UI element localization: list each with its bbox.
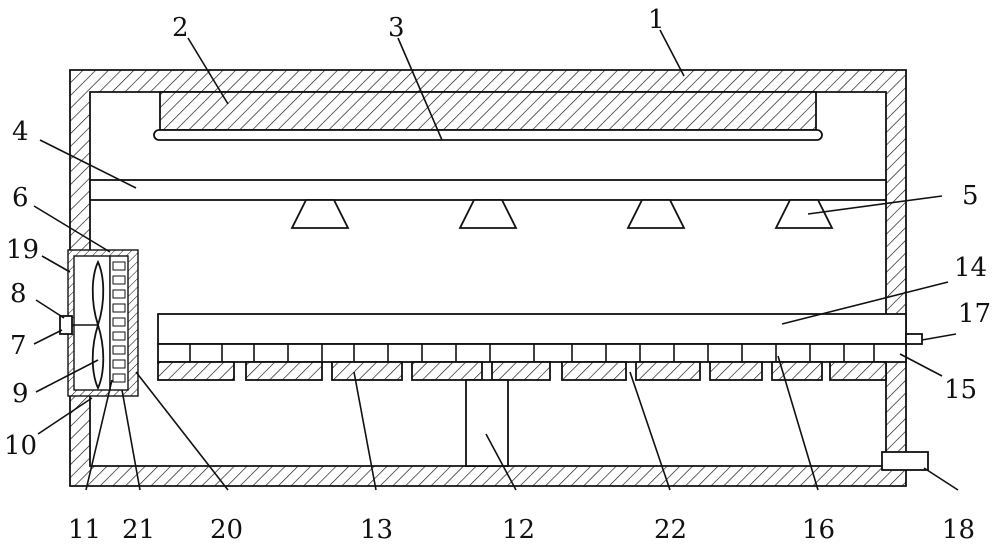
label-21: 21	[122, 515, 155, 545]
tray-outlet	[905, 333, 923, 345]
label-13: 13	[360, 515, 393, 545]
label-1: 1	[648, 5, 665, 35]
label-2: 2	[172, 13, 189, 43]
label-9: 9	[12, 379, 29, 409]
spray-pipe	[89, 179, 887, 201]
label-14: 14	[954, 253, 987, 283]
label-16: 16	[802, 515, 835, 545]
label-19: 19	[6, 235, 39, 265]
label-20: 20	[210, 515, 243, 545]
drain-outlet	[881, 451, 929, 471]
label-4: 4	[12, 117, 29, 147]
label-15: 15	[944, 375, 977, 405]
label-6: 6	[12, 183, 29, 213]
top-tube	[153, 129, 823, 141]
filter-grid	[112, 261, 126, 383]
cell-row	[157, 343, 907, 363]
label-18: 18	[942, 515, 975, 545]
leader-lines	[33, 29, 959, 491]
label-22: 22	[654, 515, 687, 545]
reference-numerals: 1 2 3 4 5 6 19 8 7 9 10 11 21 20 13 12 2…	[4, 5, 991, 545]
top-block	[159, 91, 817, 131]
label-5: 5	[962, 181, 979, 211]
label-17: 17	[958, 299, 991, 329]
label-7: 7	[10, 331, 27, 361]
label-8: 8	[10, 279, 27, 309]
base-plate	[157, 361, 887, 381]
fan-box	[59, 249, 139, 397]
drying-tray	[157, 313, 907, 345]
label-3: 3	[388, 13, 405, 43]
label-10: 10	[4, 431, 37, 461]
label-11: 11	[68, 515, 101, 545]
support-column	[465, 379, 509, 467]
nozzles	[290, 199, 834, 229]
label-12: 12	[502, 515, 535, 545]
